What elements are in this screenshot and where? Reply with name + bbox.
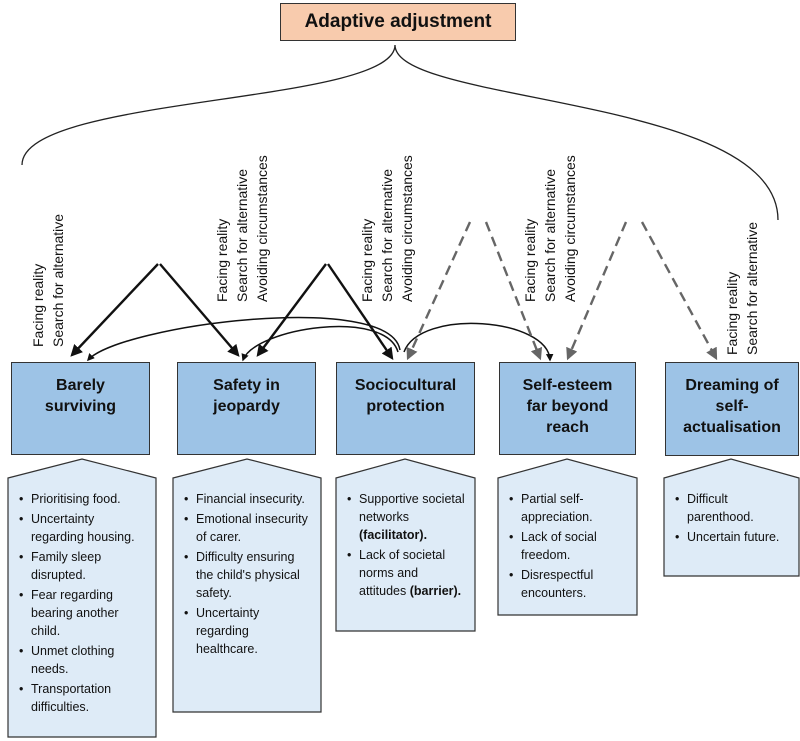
arrow-to-safety-a: [159, 263, 240, 357]
label-avoiding-circumstances: Avoiding circumstances: [562, 155, 578, 302]
label-avoiding-circumstances: Avoiding circumstances: [254, 155, 270, 302]
brace: [21, 44, 779, 221]
list-item: Lack of social freedom.: [509, 528, 630, 564]
label-facing-reality: Facing reality: [724, 271, 740, 355]
list-item: Family sleep disrupted.: [19, 548, 149, 584]
arrow-to-sociocultural-a: [327, 263, 394, 360]
dashed-arrow-to-sociocultural: [406, 221, 472, 361]
list-item: Emotional insecurity of carer.: [184, 510, 314, 546]
stage-label: Barely surviving: [44, 377, 117, 415]
item-tag-barrier: (barrier).: [409, 584, 462, 598]
arrow-to-barely-surviving-a: [70, 263, 159, 357]
detail-list: Difficult parenthood. Uncertain future.: [673, 490, 792, 546]
list-item: Unmet clothing needs.: [19, 642, 149, 678]
curve-sociocultural-to-safety: [241, 325, 399, 362]
detail-list: Partial self-appreciation. Lack of socia…: [507, 490, 630, 602]
detail-list: Financial insecurity. Emotional insecuri…: [182, 490, 314, 658]
item-text: Lack of societal norms and attitudes: [359, 548, 446, 598]
item-tag-facilitator: (facilitator).: [359, 528, 428, 542]
stage-safety-in-jeopardy: Safety in jeopardy: [177, 362, 316, 455]
list-item: Difficulty ensuring the child's physical…: [184, 548, 314, 602]
list-item: Disrespectful encounters.: [509, 566, 630, 602]
label-search-alternative: Search for alternative: [542, 168, 558, 302]
details-dreaming-self-actualisation: Difficult parenthood. Uncertain future.: [663, 458, 800, 577]
list-item: Financial insecurity.: [184, 490, 314, 508]
stage-sociocultural-protection: Sociocultural protection: [336, 362, 475, 455]
list-item: Lack of societal norms and attitudes (ba…: [347, 546, 468, 600]
details-self-esteem: Partial self-appreciation. Lack of socia…: [497, 458, 638, 616]
list-item: Transportation difficulties.: [19, 680, 149, 716]
strategy-labels-safety: Facing reality Search for alternative Av…: [212, 155, 272, 302]
stage-label: Safety in jeopardy: [213, 377, 280, 415]
label-facing-reality: Facing reality: [522, 218, 538, 302]
list-item: Supportive societal networks (facilitato…: [347, 490, 468, 544]
stage-self-esteem: Self-esteem far beyond reach: [499, 362, 636, 455]
curve-sociocultural-to-barely-surviving: [86, 316, 401, 362]
label-facing-reality: Facing reality: [30, 263, 46, 347]
dashed-arrow-to-dreaming: [640, 221, 718, 361]
list-item: Uncertainty regarding healthcare.: [184, 604, 314, 658]
list-item: Fear regarding bearing another child.: [19, 586, 149, 640]
stage-label: Self-esteem far beyond reach: [522, 377, 613, 436]
stage-dreaming-self-actualisation: Dreaming of self-actualisation: [665, 362, 799, 456]
item-text: Supportive societal networks: [359, 492, 465, 524]
detail-list: Prioritising food. Uncertainty regarding…: [17, 490, 149, 716]
dashed-arrow-to-self-esteem-b: [566, 221, 628, 361]
list-item: Partial self-appreciation.: [509, 490, 630, 526]
adaptive-adjustment-box: Adaptive adjustment: [280, 3, 516, 41]
details-safety-in-jeopardy: Financial insecurity. Emotional insecuri…: [172, 458, 322, 713]
label-avoiding-circumstances: Avoiding circumstances: [399, 155, 415, 302]
curve-sociocultural-to-self-esteem: [403, 322, 554, 362]
details-sociocultural-protection: Supportive societal networks (facilitato…: [335, 458, 476, 632]
label-search-alternative: Search for alternative: [744, 221, 760, 355]
list-item: Difficult parenthood.: [675, 490, 792, 526]
stage-label: Sociocultural protection: [354, 377, 457, 415]
strategy-labels-sociocultural: Facing reality Search for alternative Av…: [357, 155, 417, 302]
detail-list: Supportive societal networks (facilitato…: [345, 490, 468, 600]
strategy-labels-barely-surviving: Facing reality Search for alternative: [28, 214, 68, 347]
label-search-alternative: Search for alternative: [234, 168, 250, 302]
label-facing-reality: Facing reality: [359, 218, 375, 302]
label-search-alternative: Search for alternative: [379, 168, 395, 302]
strategy-labels-dreaming: Facing reality Search for alternative: [722, 222, 762, 355]
list-item: Prioritising food.: [19, 490, 149, 508]
details-barely-surviving: Prioritising food. Uncertainty regarding…: [7, 458, 157, 738]
list-item: Uncertainty regarding housing.: [19, 510, 149, 546]
label-search-alternative: Search for alternative: [50, 213, 66, 347]
diagram-title: Adaptive adjustment: [304, 11, 492, 32]
stage-label: Dreaming of self-actualisation: [683, 377, 781, 436]
stage-barely-surviving: Barely surviving: [11, 362, 150, 455]
strategy-labels-self-esteem: Facing reality Search for alternative Av…: [520, 155, 580, 302]
list-item: Uncertain future.: [675, 528, 792, 546]
dashed-arrow-to-self-esteem-a: [484, 221, 543, 361]
label-facing-reality: Facing reality: [214, 218, 230, 302]
